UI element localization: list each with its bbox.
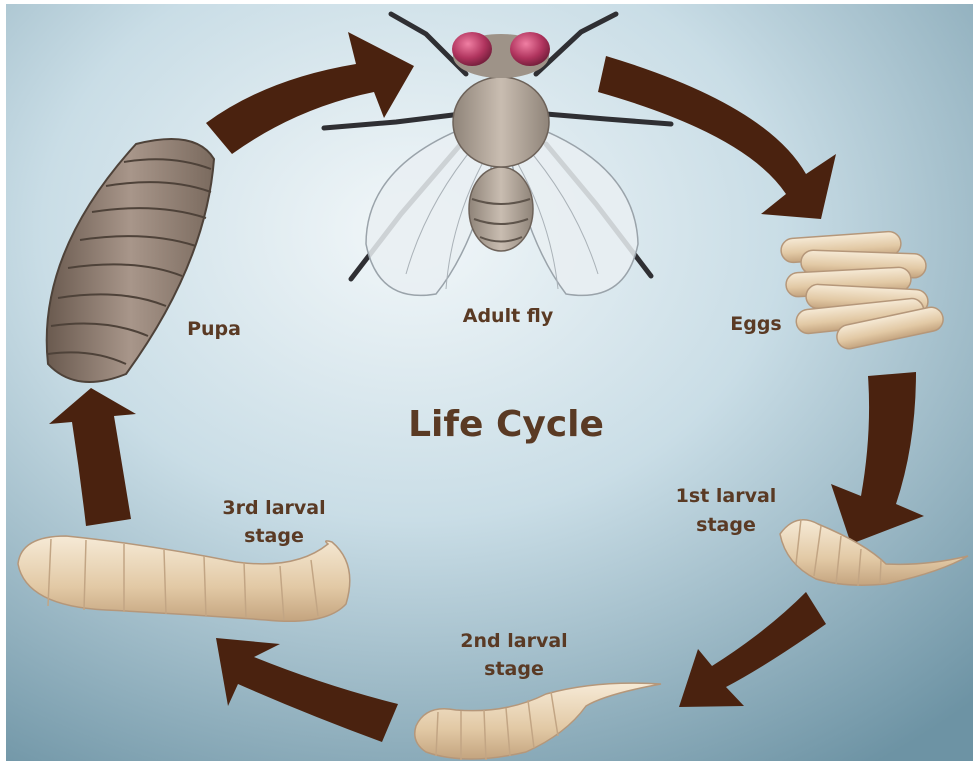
label-larva1-line1: 1st larval	[676, 485, 777, 507]
fly-left-eye	[452, 32, 492, 66]
label-larva2-line1: 2nd larval	[460, 630, 567, 652]
fly-abdomen	[469, 167, 533, 251]
diagram-title: Life Cycle	[408, 404, 604, 445]
label-eggs: Eggs	[730, 313, 782, 335]
diagram-canvas: Adult fly Eggs Pupa 1st larval stage 2nd…	[6, 4, 973, 761]
fly-thorax	[453, 77, 549, 167]
fly-right-eye	[510, 32, 550, 66]
label-larva3-line1: 3rd larval	[222, 497, 325, 519]
label-larva1-line2: stage	[696, 514, 756, 536]
label-adult-fly: Adult fly	[463, 305, 554, 327]
label-larva3-line2: stage	[244, 525, 304, 547]
label-pupa: Pupa	[187, 318, 241, 340]
label-larva2-line2: stage	[484, 658, 544, 680]
